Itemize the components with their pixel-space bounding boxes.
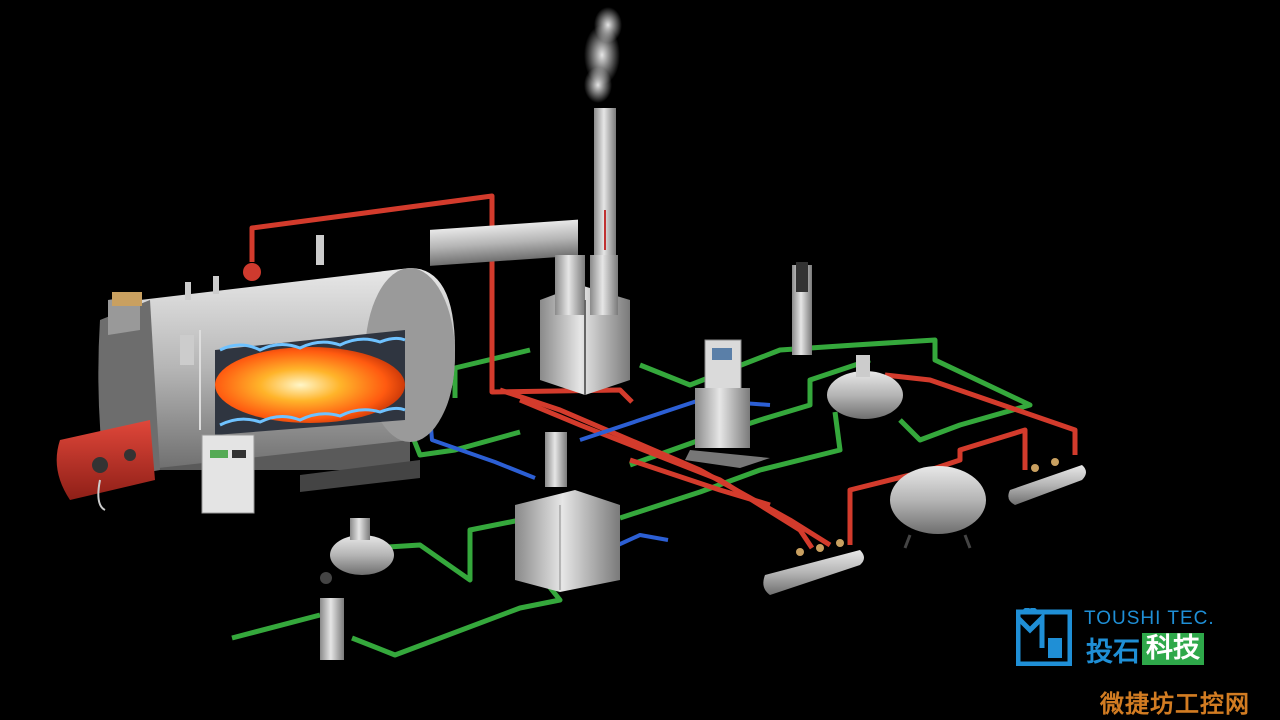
steam-header-lower — [763, 539, 864, 595]
flue-duct — [430, 219, 578, 266]
control-cabinet — [201, 434, 255, 514]
economizer — [540, 255, 630, 395]
brand-name-cn-part1: 投石 — [1086, 636, 1140, 668]
boiler — [98, 235, 455, 492]
steam-header-upper — [1008, 458, 1086, 505]
brand-name-en: TOUSHI TEC. — [1084, 608, 1215, 629]
upper-horizontal-tank — [827, 355, 903, 419]
large-horizontal-tank — [890, 466, 986, 549]
water-treatment-column — [792, 262, 812, 355]
logo-mark-icon — [1016, 608, 1072, 666]
steam-pipes — [249, 193, 1078, 550]
brand-name-cn-part2: 科技 — [1142, 633, 1204, 665]
water-softener-box — [515, 490, 620, 592]
left-small-tank — [330, 518, 394, 575]
filter-vessel-mid — [545, 432, 567, 487]
brand-logo: TOUSHI TEC. 投石 科技 — [1016, 606, 1246, 668]
burner — [56, 420, 155, 511]
filter-vessel-lower — [320, 572, 344, 660]
furnace-cutaway — [215, 330, 406, 435]
brand-name-cn: 投石 科技 — [1086, 632, 1204, 668]
watermark-text: 微捷坊工控网 — [1100, 690, 1250, 718]
control-panel — [685, 339, 770, 468]
